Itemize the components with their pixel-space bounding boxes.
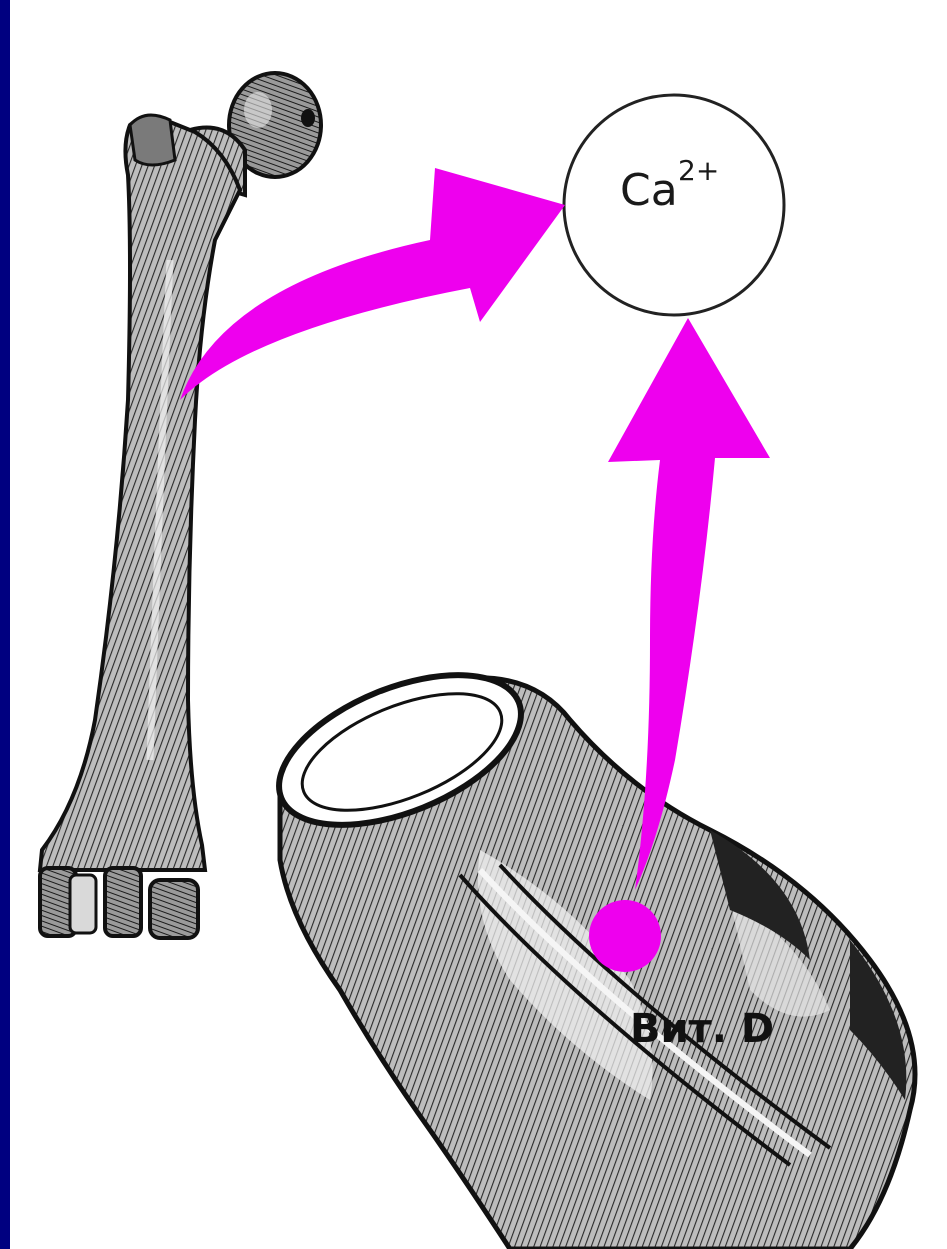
diagram-slide: Ca 2+ Вит. D	[10, 0, 947, 1249]
intestine-icon	[258, 645, 915, 1249]
calcium-charge: 2+	[678, 154, 719, 187]
calcium-node: Ca 2+	[564, 95, 784, 315]
vitamin-d-dot-icon	[589, 900, 661, 972]
diagram-canvas: Ca 2+ Вит. D	[10, 0, 947, 1249]
vitamin-d-label: Вит. D	[630, 1006, 774, 1052]
calcium-symbol: Ca	[620, 165, 678, 216]
arrow-icon	[180, 168, 565, 400]
